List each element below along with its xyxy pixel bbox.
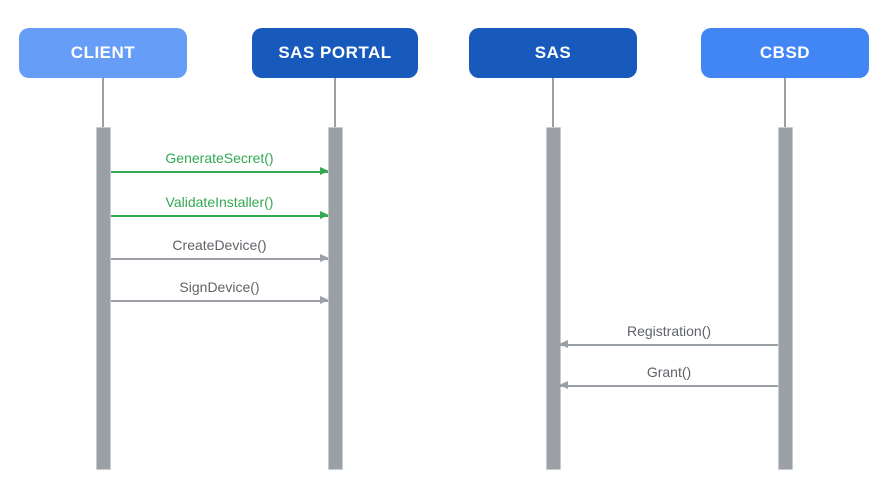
activation-bar-client [95,127,111,470]
arrowhead-right-icon [320,211,329,219]
actor-client: CLIENT [19,28,187,78]
lifeline-cbsd [784,78,786,127]
message-registration-label: Registration() [626,323,712,339]
activation-bar-cbsd [777,127,793,470]
message-line [560,385,778,387]
lifeline-sas [552,78,554,127]
arrowhead-right-icon [320,254,329,262]
arrowhead-right-icon [320,167,329,175]
message-line [111,215,328,217]
message-generate-secret-label: GenerateSecret() [165,150,274,166]
message-validate-installer-label: ValidateInstaller() [165,194,274,210]
message-line [111,258,328,260]
actor-cbsd-label: CBSD [759,43,811,62]
message-line [111,171,328,173]
lifeline-sas-portal [334,78,336,127]
message-line [560,344,778,346]
message-create-device-label: CreateDevice() [172,237,267,253]
arrowhead-right-icon [320,296,329,304]
arrowhead-left-icon [559,381,568,389]
message-grant-label: Grant() [646,364,692,380]
actor-sas: SAS [469,28,637,78]
arrowhead-left-icon [559,340,568,348]
activation-bar-sas [545,127,561,470]
message-line [111,300,328,302]
actor-sas-label: SAS [534,43,572,62]
actor-client-label: CLIENT [70,43,136,62]
message-sign-device-label: SignDevice() [179,279,260,295]
actor-cbsd: CBSD [701,28,869,78]
activation-bar-sas-portal [327,127,343,470]
lifeline-client [102,78,104,127]
actor-sas-portal: SAS PORTAL [252,28,418,78]
actor-sas-portal-label: SAS PORTAL [278,43,392,62]
